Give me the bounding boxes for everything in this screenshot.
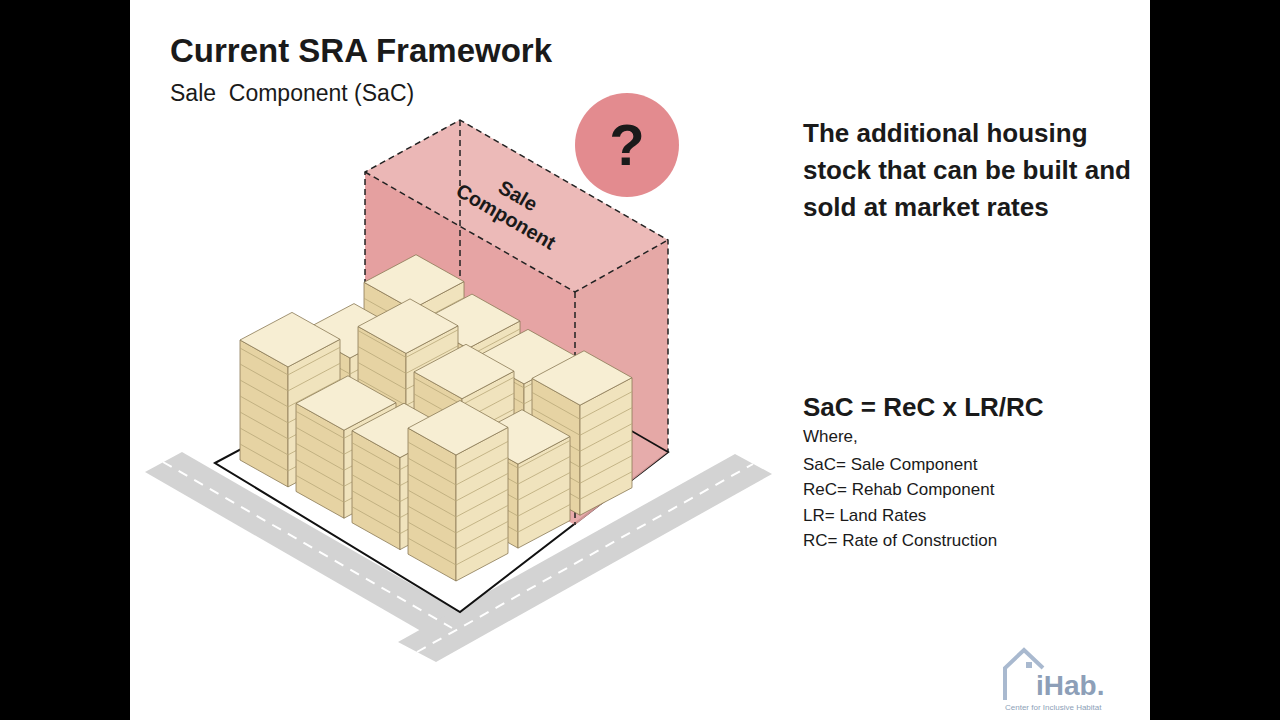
definition-heading: The additional housing stock that can be…	[803, 115, 1138, 226]
watermark-text: Center for Inclusive Habitat	[1005, 703, 1102, 712]
slide-title: Current SRA Framework	[170, 32, 552, 70]
variable-definition: ReC= Rehab Component	[803, 480, 994, 500]
formula: SaC = ReC x LR/RC	[803, 392, 1044, 423]
node-text: Sale Component	[435, 148, 589, 265]
pillarbox-bar	[1150, 0, 1280, 720]
variable-definition: LR= Land Rates	[803, 506, 926, 526]
where-note: Where,	[803, 427, 858, 447]
question-circle: ?	[575, 93, 679, 197]
variable-definition: SaC= Sale Component	[803, 455, 977, 475]
variable-definition: RC= Rate of Construction	[803, 531, 997, 551]
site-outline	[215, 332, 668, 612]
watermark-logo: iHab.	[1036, 670, 1104, 702]
pillarbox-bar	[0, 0, 130, 720]
subtitle: Sale Component (SaC)	[170, 80, 414, 107]
node-text: ?	[575, 93, 679, 197]
slum-buildings	[240, 255, 632, 581]
